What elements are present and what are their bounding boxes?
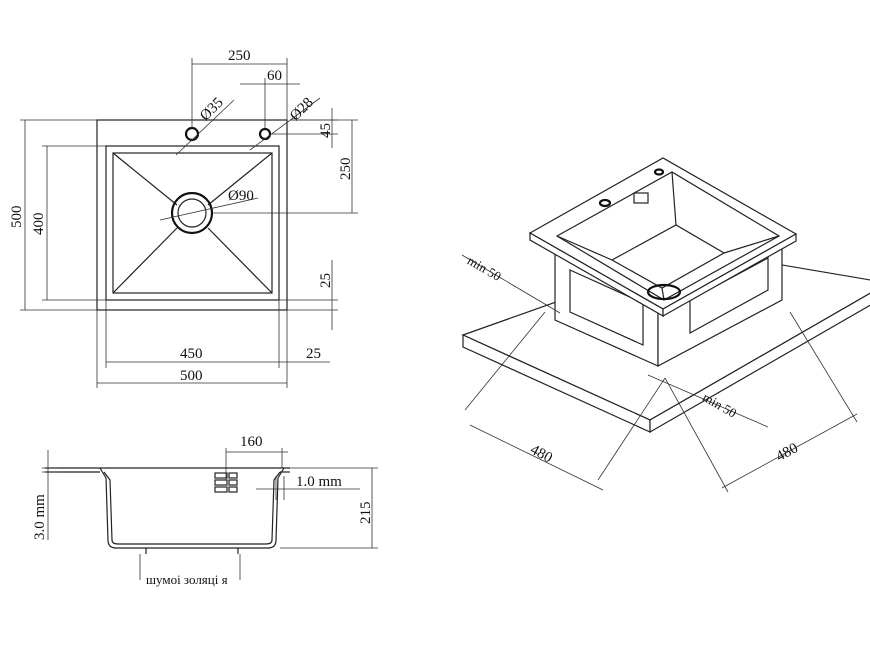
faucet-hole-iso (598, 198, 612, 208)
dim-45: 45 (318, 123, 334, 138)
dim-3mm: 3.0 mm (32, 494, 48, 540)
overflow-hole-iso (653, 168, 665, 176)
dim-25-right: 25 (318, 273, 334, 288)
dim-60: 60 (267, 68, 282, 84)
bowl-profile (99, 467, 285, 549)
sink-bowl-inner (112, 152, 273, 294)
dim-250-top: 250 (228, 48, 251, 64)
isometric-view: min 50 min 50 480 480 (461, 157, 870, 493)
dim-215: 215 (358, 502, 374, 525)
drain-iso (646, 283, 682, 301)
min50-right: min 50 (700, 389, 739, 420)
dim-480-right: 480 (773, 440, 800, 465)
dim-25-bottom: 25 (306, 346, 321, 362)
dim-400: 400 (31, 213, 47, 236)
dim-450: 450 (180, 346, 203, 362)
dim-480-left: 480 (528, 442, 555, 467)
dim-500-bottom: 500 (180, 368, 203, 384)
dim-160: 160 (240, 434, 263, 450)
dim-d90: Ø90 (228, 188, 254, 204)
sink-bowl-outline (105, 145, 280, 301)
top-view: 250 60 Ø35 Ø28 45 250 Ø90 500 400 (9, 48, 358, 388)
dim-250-right: 250 (338, 158, 354, 181)
note-insulation: шумоі золяці я (146, 572, 228, 587)
sink-outer-deck (96, 119, 288, 311)
overflow-hole (258, 127, 272, 141)
faucet-hole (184, 126, 200, 142)
dim-500-left: 500 (9, 206, 25, 229)
side-view: 160 1.0 mm 3.0 mm 215 шумоі золяці я (32, 434, 378, 587)
dim-1mm: 1.0 mm (296, 474, 342, 490)
min50-left: min 50 (465, 253, 504, 284)
